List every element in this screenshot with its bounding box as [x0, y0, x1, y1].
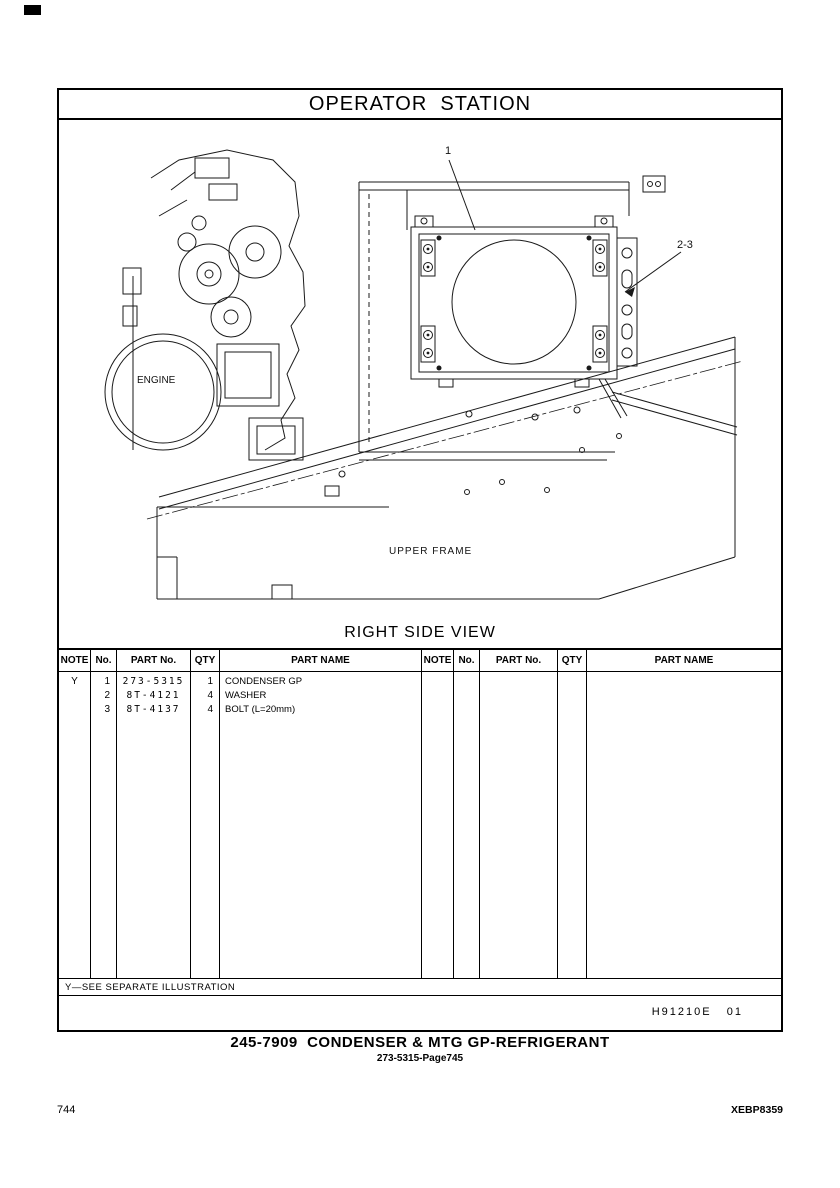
parts-table-header: NOTE No. PART No. QTY PART NAME NOTE No.…	[59, 650, 781, 672]
cell-qty: 1	[207, 676, 213, 687]
page-caption: 245-7909 CONDENSER & MTG GP-REFRIGERANT …	[0, 1034, 840, 1064]
cell-part-no: 8T-4121	[126, 690, 181, 701]
part-no-column: 273-5315 8T-4121 8T-4137	[117, 672, 191, 978]
col-header-no-2: No.	[454, 650, 480, 671]
cell-qty: 4	[207, 690, 213, 701]
page-number: 744	[57, 1104, 76, 1116]
no-column: 1 2 3	[91, 672, 117, 978]
col-header-qty: QTY	[191, 650, 220, 671]
col-header-note-2: NOTE	[422, 650, 454, 671]
callout-1-label: 1	[445, 145, 451, 157]
right-side-view-drawing: ENGINE UPPER FRAME 1 2-3	[104, 145, 744, 600]
page-title: OPERATOR STATION	[59, 90, 781, 120]
table-footnote: Y—SEE SEPARATE ILLUSTRATION	[59, 978, 781, 996]
cell-no: 1	[104, 676, 110, 687]
col-header-no: No.	[91, 650, 117, 671]
callout-2-3-label: 2-3	[677, 239, 693, 251]
part-name-column-2	[587, 672, 781, 978]
cell-part-no: 273-5315	[122, 676, 185, 687]
cell-part-no: 8T-4137	[126, 704, 181, 715]
document-code: H91210E 01	[651, 1006, 743, 1018]
parts-table: NOTE No. PART No. QTY PART NAME NOTE No.…	[59, 648, 781, 1030]
drawing-labels: ENGINE UPPER FRAME 1 2-3	[137, 145, 693, 557]
print-registration-mark	[24, 5, 41, 15]
col-header-part-no: PART No.	[117, 650, 191, 671]
cell-note	[59, 689, 90, 703]
col-header-part-name-2: PART NAME	[654, 655, 714, 666]
upper-frame-label: UPPER FRAME	[389, 546, 472, 557]
drawing-lines	[104, 149, 744, 600]
technical-drawing: ENGINE UPPER FRAME 1 2-3	[59, 120, 781, 618]
qty-column: 1 4 4	[191, 672, 220, 978]
note-column-2	[422, 672, 454, 978]
col-header-qty-2: QTY	[558, 650, 587, 671]
cell-qty: 4	[207, 704, 213, 715]
no-column-2	[454, 672, 480, 978]
qty-column-2	[558, 672, 587, 978]
cell-part-name: WASHER	[225, 690, 267, 701]
col-header-part-name: PART NAME	[220, 650, 422, 671]
col-header-note: NOTE	[59, 650, 91, 671]
part-no-column-2	[480, 672, 558, 978]
cell-part-name: CONDENSER GP	[225, 676, 303, 687]
part-name-column: CONDENSER GP WASHER BOLT (L=20mm)	[220, 672, 422, 978]
parts-table-body: Y 1 2 3 273-5315 8T-4121 8T-4137 1 4	[59, 672, 781, 978]
cell-no: 2	[104, 690, 110, 701]
cell-note: Y	[71, 676, 78, 687]
page-border-frame: OPERATOR STATION	[57, 88, 783, 1032]
cell-no: 3	[104, 704, 110, 715]
cell-part-name: BOLT (L=20mm)	[225, 704, 296, 715]
caption-title: 245-7909 CONDENSER & MTG GP-REFRIGERANT	[230, 1034, 610, 1051]
view-label: RIGHT SIDE VIEW	[344, 624, 496, 641]
doc-ref: XEBP8359	[731, 1104, 783, 1116]
note-column: Y	[59, 672, 91, 978]
cell-note	[59, 703, 90, 717]
col-header-part-no-2: PART No.	[480, 650, 558, 671]
caption-subtitle: 273-5315-Page745	[376, 1053, 464, 1064]
engine-label: ENGINE	[137, 375, 176, 386]
